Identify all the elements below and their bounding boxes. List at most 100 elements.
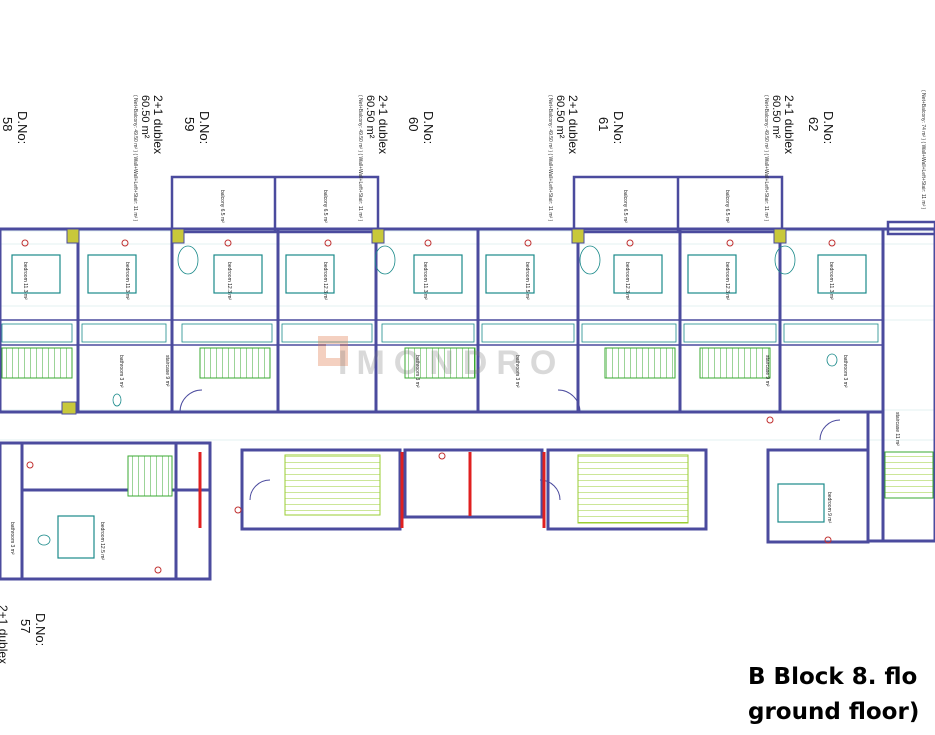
- unit-60-type-text: 2+1 dublex: [376, 95, 390, 155]
- room-label: balcony 6.5 m²: [322, 190, 328, 223]
- room-label: bathroom 3 m²: [842, 355, 848, 388]
- outlet-markers: [21, 239, 836, 574]
- room-area: 11.3 m²: [828, 283, 834, 300]
- room-label: bedroom 11.3 m²: [124, 262, 130, 300]
- room-name: balcony: [322, 190, 328, 208]
- unit-62-area: 60.50 m²: [770, 95, 782, 139]
- room-area: 12.3 m²: [624, 283, 630, 301]
- balconies: [170, 175, 935, 236]
- room-label: bedroom 12.3 m²: [226, 262, 232, 300]
- room-label: bedroom 12.3 m²: [322, 262, 328, 300]
- room-area: 6.5 m²: [322, 208, 328, 223]
- room-name: bedroom: [22, 262, 28, 282]
- room-label: bedroom 11.3 m²: [828, 262, 834, 300]
- room-name: bedroom: [828, 262, 834, 282]
- room-area: 3 m²: [118, 377, 124, 388]
- unit-62-no-label: D.No:: [821, 111, 836, 145]
- room-label: bedroom 12.3 m²: [724, 262, 730, 300]
- room-label: bedroom 12.3 m²: [624, 262, 630, 300]
- room-area: 9 m²: [164, 376, 170, 387]
- unit-60-note: ( Net+Balcony: 49.50 m² ) ( Wall+Wall+Le…: [357, 95, 363, 222]
- unit-62-type-text: 2+1 dublex: [782, 95, 796, 155]
- room-name: bedroom: [826, 492, 832, 512]
- main-stairs: [127, 451, 934, 524]
- room-area: 6.5 m²: [622, 208, 628, 223]
- corridor-doors: [198, 452, 546, 528]
- unit-59-no: 59: [182, 117, 197, 132]
- unit-60-label: D.No: 60: [406, 111, 436, 144]
- room-label: bedroom 9 m²: [826, 492, 832, 523]
- room-area: 12.3 m²: [724, 283, 730, 301]
- watermark-logo: [318, 336, 348, 366]
- room-name: bedroom: [724, 262, 730, 282]
- room-area: 9 m²: [764, 376, 770, 387]
- room-name: balcony: [219, 190, 225, 208]
- unit-59-type-text: 2+1 dublex: [151, 95, 165, 155]
- beds: [11, 254, 867, 559]
- unit-59-label: D.No: 59: [182, 111, 212, 144]
- unit-61-type-text: 2+1 dublex: [566, 95, 580, 155]
- room-name: bedroom: [422, 262, 428, 282]
- room-label: bathroom 3 m²: [118, 355, 124, 388]
- room-label: bathroom 3 m²: [9, 522, 15, 555]
- room-name: bedroom: [124, 262, 130, 282]
- room-area: 11 m²: [894, 433, 900, 446]
- unit-58-no-label: D.No:: [15, 111, 30, 145]
- lower-block-walls: [0, 441, 870, 581]
- unit-61-no-label: D.No:: [611, 111, 626, 145]
- room-name: bedroom: [226, 262, 232, 282]
- unit-61-label: D.No: 61: [596, 111, 626, 144]
- unit-61-area: 60.50 m²: [554, 95, 566, 139]
- caption-line-1: B Block 8. flo: [748, 664, 918, 690]
- room-label: bedroom 11.3 m²: [422, 262, 428, 300]
- room-area: 3 m²: [842, 377, 848, 388]
- door-swings: [179, 389, 841, 501]
- room-label: staircase 9 m²: [164, 355, 170, 386]
- unit-61-type: 2+1 dublex 60.50 m² ( Net+Balcony: 49.50…: [546, 95, 580, 221]
- unit-stairs: [1, 347, 771, 379]
- room-area: 12.5 m²: [99, 543, 105, 561]
- room-label: balcony 6.5 m²: [622, 190, 628, 223]
- unit-63-label: ( Net+Balcony: 74 m² ) ( Wall+Wall+Left+…: [919, 90, 926, 209]
- room-name: bathroom: [118, 355, 124, 377]
- unit-60-type: 2+1 dublex 60.50 m² ( Net+Balcony: 49.50…: [356, 95, 390, 221]
- watermark-text: IMONDRO: [338, 344, 566, 382]
- room-name: bathroom: [9, 522, 15, 544]
- room-name: bathroom: [842, 355, 848, 377]
- unit-57-no-label: D.No:: [33, 613, 48, 647]
- unit-58-no: 58: [0, 117, 15, 132]
- unit-59-no-label: D.No:: [197, 111, 212, 145]
- room-name: bedroom: [322, 262, 328, 282]
- room-label: bedroom 12.5 m²: [99, 522, 105, 560]
- unit-61-note: ( Net+Balcony: 49.50 m² ) ( Wall+Wall+Le…: [547, 95, 553, 222]
- room-name: bedroom: [524, 262, 530, 282]
- unit-60-no-label: D.No:: [421, 111, 436, 145]
- unit-63-note: ( Net+Balcony: 74 m² ) ( Wall+Wall+Left+…: [920, 90, 926, 210]
- room-area: 11.3 m²: [422, 283, 428, 300]
- room-name: bedroom: [624, 262, 630, 282]
- room-area: 11.3 m²: [22, 283, 28, 300]
- room-area: 6.5 m²: [724, 208, 730, 223]
- room-area: 11.5 m²: [524, 283, 530, 300]
- room-label: staircase 9 m²: [764, 355, 770, 386]
- room-name: balcony: [724, 190, 730, 208]
- room-label: bedroom 11.5 m²: [524, 262, 530, 300]
- unit-62-note: ( Net+Balcony: 49.50 m² ) ( Wall+Wall+Le…: [763, 95, 769, 222]
- room-label: staircase 11 m²: [894, 412, 900, 446]
- unit-57-type: 2+1 dublex: [0, 605, 10, 664]
- room-area: 12.3 m²: [226, 283, 232, 301]
- unit-57-type-text: 2+1 dublex: [0, 605, 10, 665]
- unit-62-type: 2+1 dublex 60.50 m² ( Net+Balcony: 49.50…: [762, 95, 796, 221]
- unit-57-no: 57: [18, 619, 33, 634]
- caption-line-2: ground floor): [748, 699, 920, 725]
- unit-57-label: D.No: 57: [18, 613, 48, 646]
- room-name: staircase: [164, 355, 170, 376]
- unit-58-label: D.No: 58: [0, 111, 30, 144]
- unit-62-label: D.No: 62: [806, 111, 836, 144]
- unit-62-no: 62: [806, 117, 821, 132]
- columns: [61, 228, 787, 415]
- unit-61-no: 61: [596, 117, 611, 132]
- unit-59-type: 2+1 dublex 60.50 m² ( Net+Balcony: 49.50…: [131, 95, 165, 221]
- unit-60-no: 60: [406, 117, 421, 132]
